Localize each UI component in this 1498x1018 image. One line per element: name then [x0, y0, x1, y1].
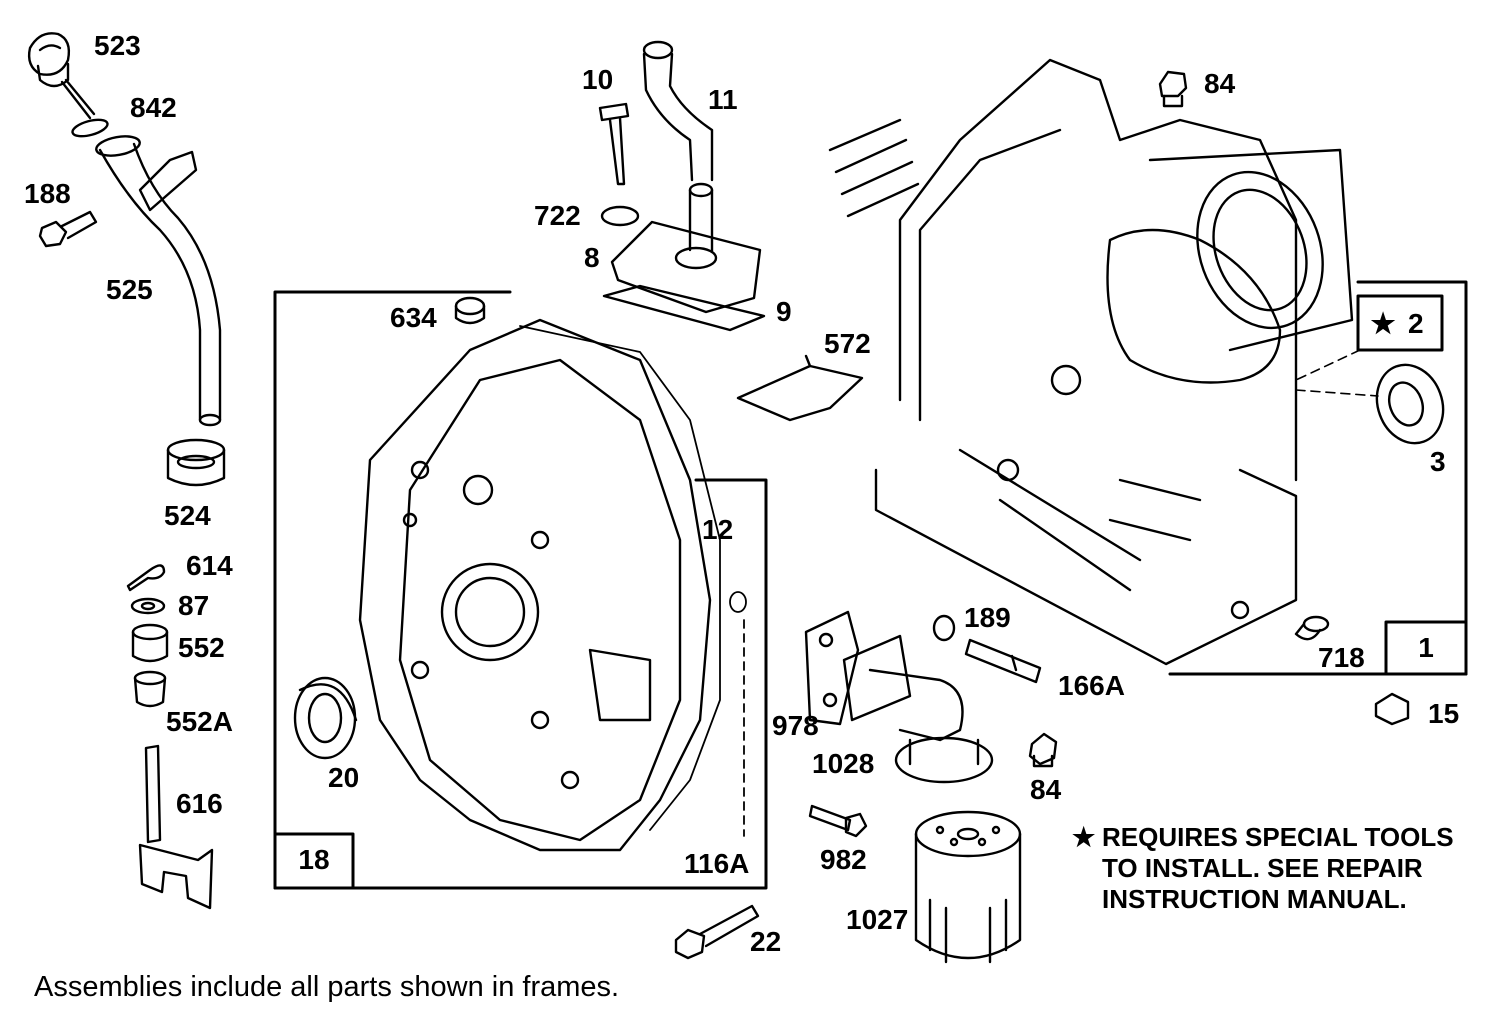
callout-84-bottom: 84: [1030, 774, 1062, 805]
grommet-524: [166, 438, 226, 487]
seal-634: [454, 296, 486, 325]
plug-15: [1374, 692, 1410, 726]
bracket-572: [736, 354, 864, 422]
breather-cover-8: [610, 182, 762, 314]
callout-614: 614: [186, 550, 233, 581]
callout-1028: 1028: [812, 748, 875, 779]
filter-adapter-1028: [842, 634, 994, 784]
gasket-722: [600, 205, 640, 227]
bushing-552a: [133, 670, 167, 708]
callout-523: 523: [94, 30, 141, 61]
plug-84-bottom: [1028, 732, 1058, 768]
callout-1027: 1027: [846, 904, 909, 935]
crankcase-cover-12: [358, 318, 712, 852]
washer-87: [130, 597, 166, 615]
governor-shaft-616: [138, 744, 214, 910]
callout-722: 722: [534, 200, 581, 231]
note-line-1: REQUIRES SPECIAL TOOLS: [1102, 822, 1454, 852]
callout-22: 22: [750, 926, 782, 957]
plug-84-top: [1158, 70, 1188, 108]
callout-982: 982: [820, 844, 867, 875]
callout-2: 2: [1408, 308, 1424, 339]
bolt-188: [38, 210, 98, 248]
callout-188: 188: [24, 178, 71, 209]
callout-634: 634: [390, 302, 437, 333]
frame-label-18: 18: [298, 844, 330, 875]
callout-552: 552: [178, 632, 225, 663]
seal-3: [1375, 363, 1445, 445]
pin-614: [126, 564, 166, 592]
callout-12: 12: [702, 514, 734, 545]
cylinder-block-1: [828, 58, 1354, 666]
retaining-ring-189: [932, 614, 956, 642]
dowel-718: [1294, 615, 1330, 641]
callout-15: 15: [1428, 698, 1460, 729]
callout-20: 20: [328, 762, 360, 793]
breather-gasket-9: [602, 284, 766, 332]
oil-filter-1027: [914, 810, 1022, 964]
callout-8: 8: [584, 242, 600, 273]
callout-10: 10: [582, 64, 614, 95]
dipstick-cap-523: [27, 32, 96, 120]
callout-84-top: 84: [1204, 68, 1236, 99]
note-line-2: TO INSTALL. SEE REPAIR: [1102, 853, 1423, 883]
note-star-icon: ★: [1072, 822, 1096, 852]
bushing-552: [131, 623, 169, 663]
screw-10: [598, 102, 630, 186]
callout-189: 189: [964, 602, 1011, 633]
callout-11: 11: [708, 84, 738, 115]
callout-524: 524: [164, 500, 211, 531]
footer-note: Assemblies include all parts shown in fr…: [34, 971, 620, 1003]
seal-20: [293, 676, 358, 760]
callout-616: 616: [176, 788, 223, 819]
callout-525: 525: [106, 274, 153, 305]
callout-718: 718: [1318, 642, 1365, 673]
callout-87: 87: [178, 590, 210, 621]
seal-3-leader: [1295, 349, 1379, 397]
bolt-22: [674, 904, 760, 960]
frame-1: [1168, 280, 1468, 676]
callout-166a: 166A: [1058, 670, 1125, 701]
callout-9: 9: [776, 296, 792, 327]
special-tools-star-icon: ★: [1370, 308, 1396, 339]
frame-18: [273, 290, 768, 890]
callout-572: 572: [824, 328, 871, 359]
gasket-116a: [519, 325, 747, 837]
callout-552a: 552A: [166, 706, 233, 737]
note-line-3: INSTRUCTION MANUAL.: [1102, 884, 1407, 914]
frame-label-1: 1: [1418, 632, 1434, 663]
gasket-978: [804, 610, 860, 726]
o-ring-842: [71, 118, 109, 138]
dipstick-tube-525: [95, 135, 222, 427]
bolt-982: [808, 804, 868, 838]
callout-842: 842: [130, 92, 177, 123]
callout-978: 978: [772, 710, 819, 741]
stud-166a: [964, 638, 1042, 684]
breather-tube-11: [642, 40, 714, 182]
callout-116a: 116A: [684, 848, 750, 879]
callout-3: 3: [1430, 446, 1446, 477]
